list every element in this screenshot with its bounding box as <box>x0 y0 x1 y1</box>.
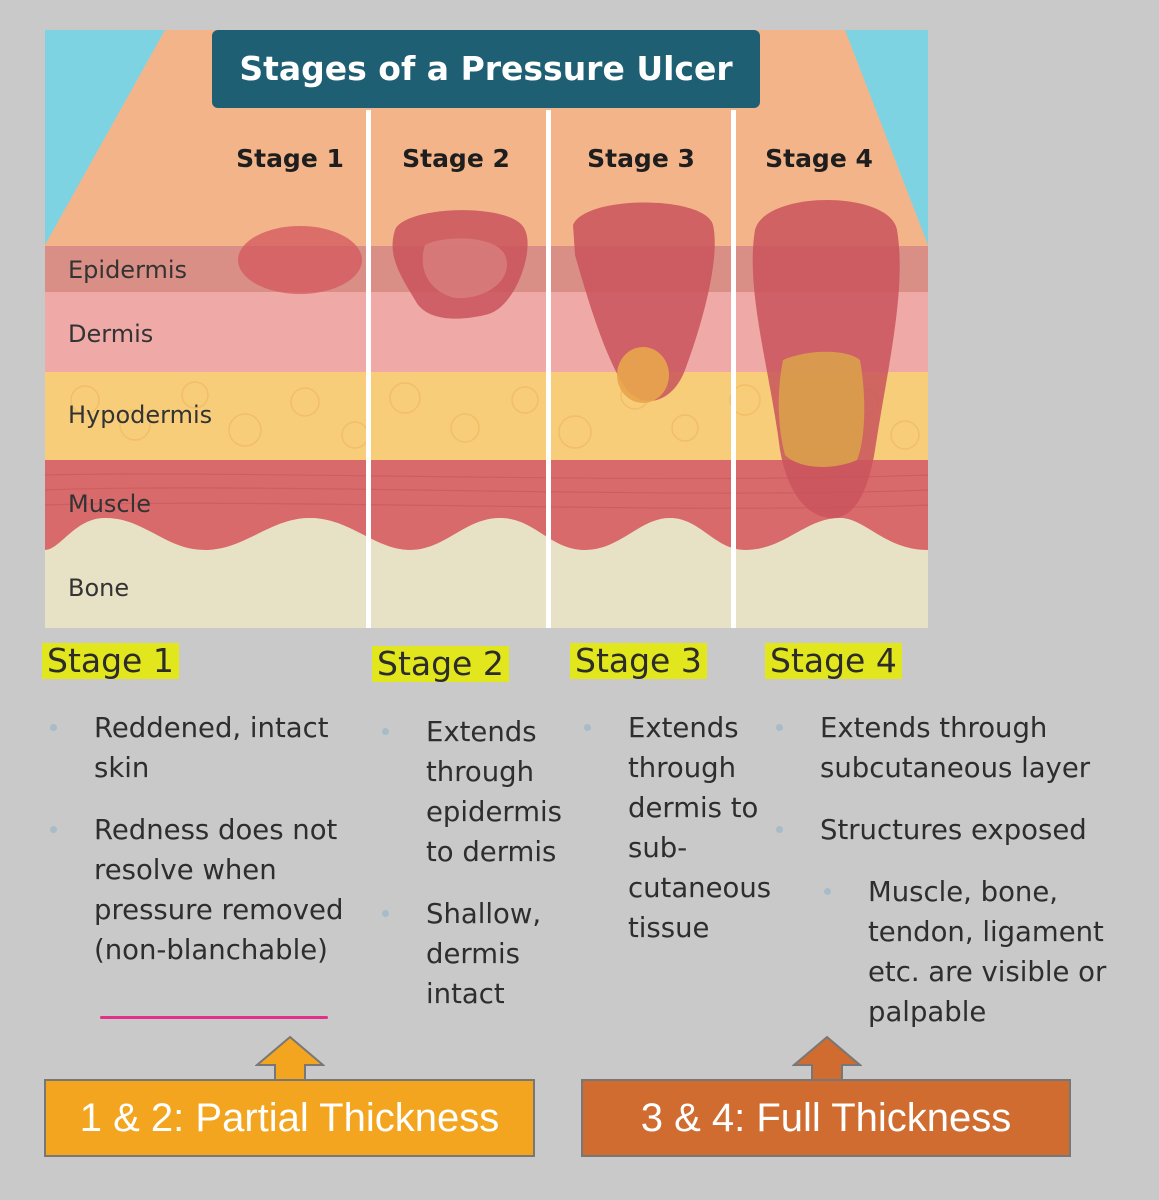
illustration-stage4-label: Stage 4 <box>765 144 873 173</box>
partial-thickness-box: 1 & 2: Partial Thickness <box>44 1079 535 1157</box>
illustration-title: Stages of a Pressure Ulcer <box>239 49 733 88</box>
stage1-bullets: Reddened, intact skin Redness does not r… <box>46 708 366 970</box>
stage2-bullet-2: Shallow, dermis intact <box>378 894 578 1014</box>
stage4-heading: Stage 4 <box>765 643 902 679</box>
stage1-bullet-1: Reddened, intact skin <box>46 708 366 788</box>
partial-thickness-arrow <box>255 1035 325 1082</box>
title-banner <box>212 30 760 108</box>
stage1-wound <box>238 226 362 294</box>
stage2-heading: Stage 2 <box>372 646 509 682</box>
stage3-wound <box>573 202 715 401</box>
layer-label-dermis: Dermis <box>68 320 153 348</box>
bone-layer <box>45 518 928 628</box>
stage4-sub-bullet-1: Muscle, bone, tendon, ligament etc. are … <box>772 872 1152 1032</box>
stage-dividers <box>366 110 736 628</box>
layer-label-bone: Bone <box>68 574 129 602</box>
stage3-bullet-1: Extends through dermis to sub-cutaneous … <box>580 708 785 948</box>
pressure-ulcer-illustration: Stages of a Pressure Ulcer Stage 1 Stage… <box>45 30 928 628</box>
stage4-bullet-2: Structures exposed <box>772 810 1152 850</box>
illustration-stage3-label: Stage 3 <box>587 144 695 173</box>
layer-label-muscle: Muscle <box>68 490 151 518</box>
layer-label-epidermis: Epidermis <box>68 256 187 284</box>
illustration-stage2-label: Stage 2 <box>402 144 510 173</box>
full-thickness-box: 3 & 4: Full Thickness <box>581 1079 1071 1157</box>
stage1-bullet-2: Redness does not resolve when pressure r… <box>46 810 366 970</box>
stage3-heading: Stage 3 <box>570 643 707 679</box>
stage1-heading: Stage 1 <box>42 643 179 679</box>
stage2-bullet-1: Extends through epidermis to dermis <box>378 712 578 872</box>
stage4-bullet-1: Extends through subcutaneous layer <box>772 708 1152 788</box>
muscle-layer <box>45 460 928 550</box>
non-blanchable-underline <box>100 1016 328 1019</box>
stage3-bullets: Extends through dermis to sub-cutaneous … <box>580 708 785 948</box>
stage4-bullets: Extends through subcutaneous layer Struc… <box>772 708 1152 1032</box>
stage2-bullets: Extends through epidermis to dermis Shal… <box>378 712 578 1014</box>
full-thickness-arrow <box>792 1035 862 1082</box>
illustration-stage1-label: Stage 1 <box>236 144 344 173</box>
layer-label-hypodermis: Hypodermis <box>68 401 212 429</box>
fat-cell-texture <box>70 380 920 450</box>
